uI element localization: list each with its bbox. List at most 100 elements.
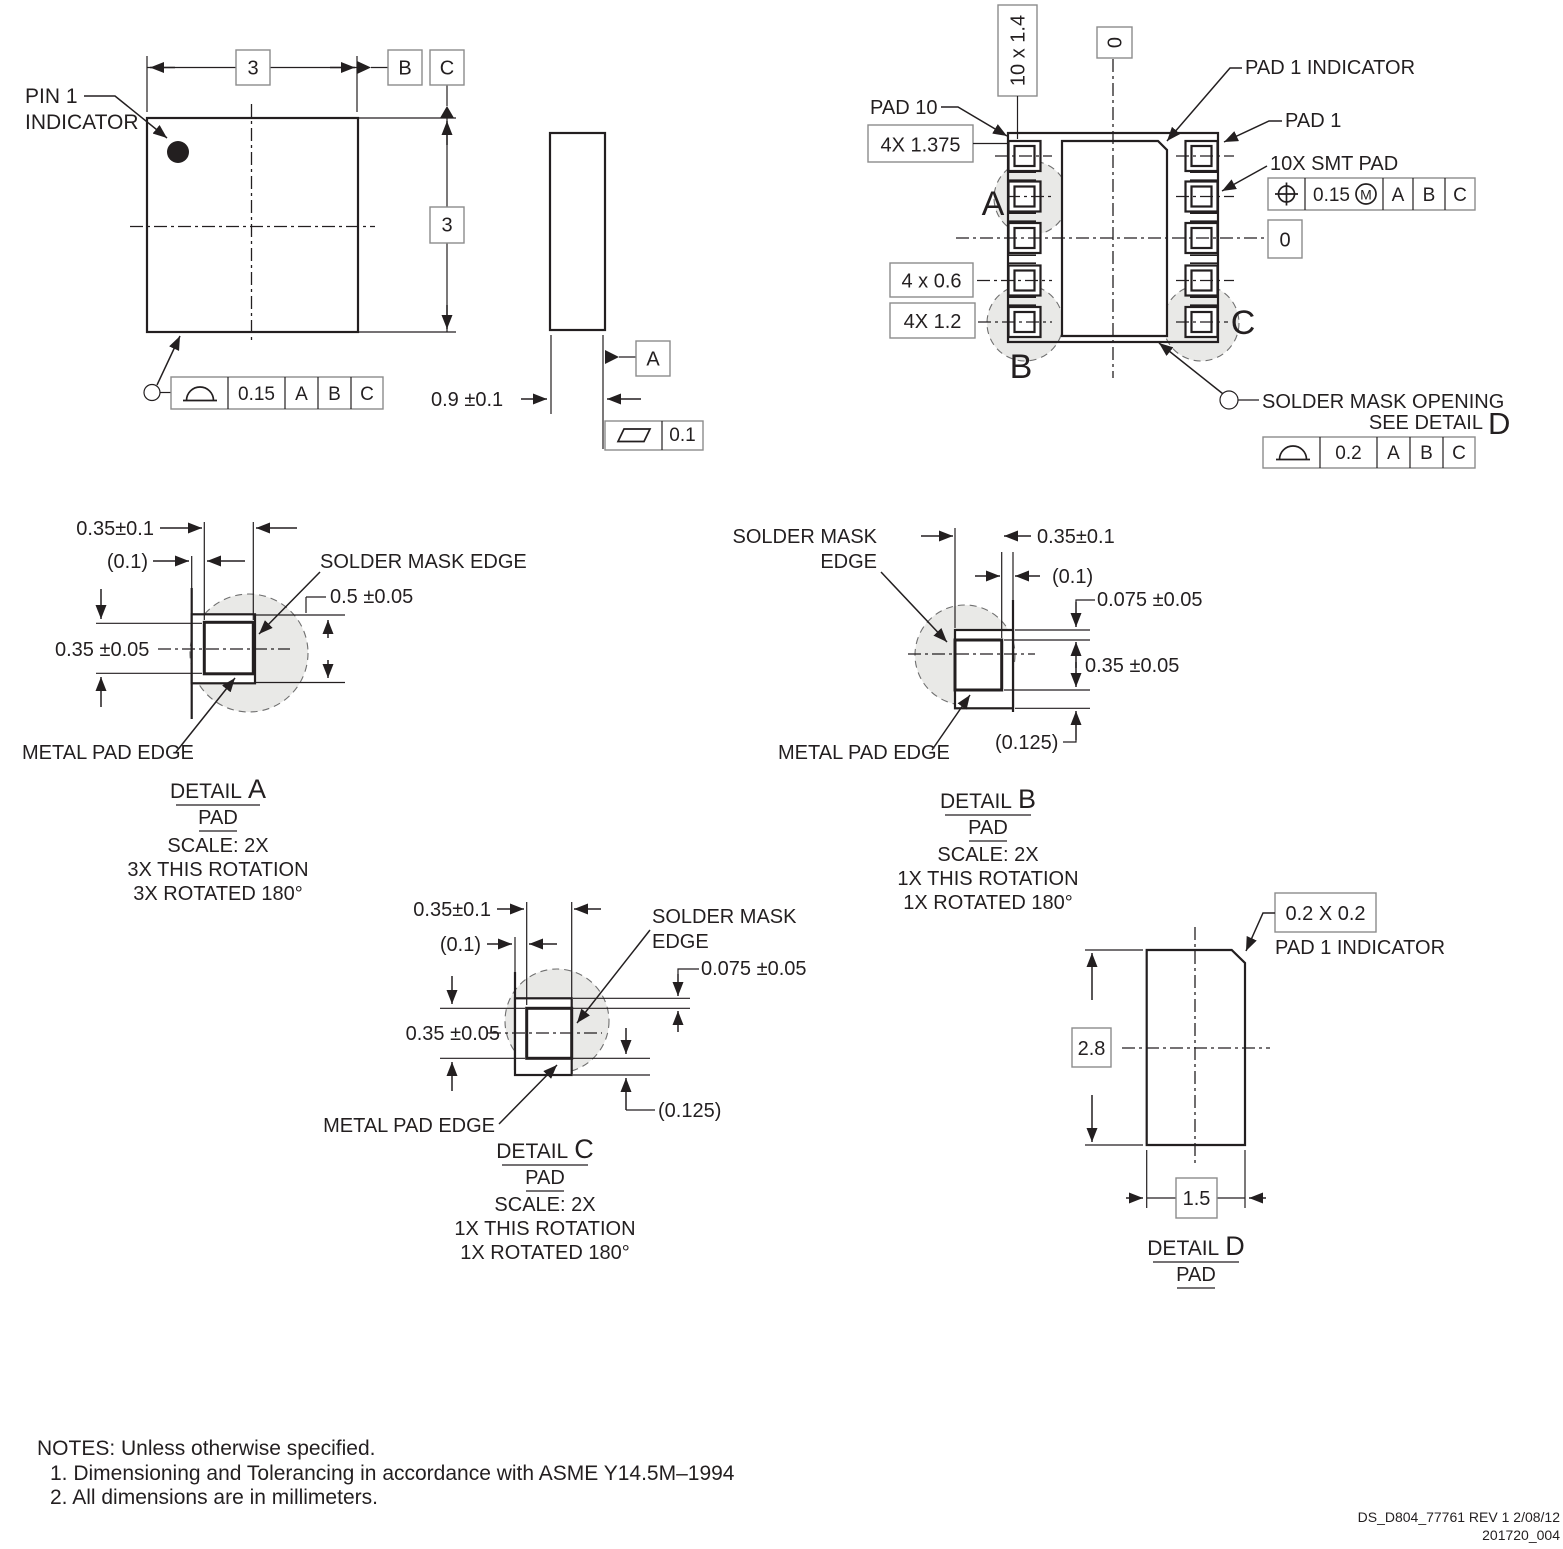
pad10-leader (941, 106, 1008, 137)
smo-leader (1158, 342, 1223, 395)
pads-dim-value: 10 x 1.4 (1008, 15, 1030, 86)
dim-width-value: 3 (247, 58, 258, 80)
pad-width-dim: 0.35±0.1 (76, 518, 154, 540)
pad-width-dim: 0.35±0.1 (1037, 526, 1115, 548)
extension-lines (1085, 949, 1246, 1208)
thickness-dim: 0.9 ±0.1 (431, 389, 503, 411)
flatness-tolerance: 0.1 (669, 425, 695, 446)
mask-bridge-lines (1190, 171, 1218, 306)
metal-pad (953, 638, 1004, 692)
detail-d-view: 2.8 1.5 0.2 X 0.2 PAD 1 INDICATOR DETAIL… (1071, 892, 1445, 1289)
land-pattern-view: 10 x 1.4 0 4X 1.375 4 x 0.6 4X 1.2 0 A B… (867, 4, 1510, 469)
mask-bridge-lines (1008, 171, 1036, 306)
smt-pad-leader (1221, 165, 1268, 192)
metal-pad-edge-leader (931, 694, 971, 751)
mask-bottom-offset-dim: (0.125) (995, 732, 1058, 754)
notes-item-1: 1. Dimensioning and Tolerancing in accor… (50, 1462, 735, 1485)
pad-width-dim: 1.5 (1183, 1188, 1211, 1210)
title-block: DS_D804_77761 REV 1 2/08/12 201720_004 (1358, 1509, 1561, 1543)
detail-d-subtitle: PAD (1176, 1264, 1216, 1286)
fcf-datum-1: A (1392, 185, 1405, 206)
fcf-dividers (1304, 178, 1446, 210)
datum-b-triangle (357, 61, 371, 74)
pin1-leader (84, 95, 168, 139)
detail-b-note1: 1X THIS ROTATION (897, 868, 1078, 890)
chamfer-leader (1245, 912, 1275, 952)
detail-c-subtitle: PAD (525, 1167, 565, 1189)
pad-width-dim: 0.35±0.1 (413, 899, 491, 921)
detail-a-subtitle: PAD (198, 807, 238, 829)
profile-surface-icon (1276, 445, 1310, 461)
solder-mask-edge-line1: SOLDER MASK (733, 526, 878, 548)
pad1-indicator-label: PAD 1 INDICATOR (1275, 937, 1445, 959)
pin1-label-line2: INDICATOR (25, 111, 139, 134)
chamfer-dim-box (1274, 892, 1377, 933)
smo-label-line2: SEE DETAIL (1369, 412, 1483, 434)
pad-height-dim: 0.35 ±0.05 (1085, 655, 1179, 677)
dim-box-width (1175, 1177, 1218, 1219)
fcf-datum-1: A (295, 384, 308, 405)
chamfer-dim: 0.2 X 0.2 (1285, 903, 1365, 925)
metal-pad-edge-leader (175, 677, 236, 753)
pad1-indicator-leader (1166, 67, 1242, 142)
fcf-datum-3: C (1453, 185, 1467, 206)
figure-number: 201720_004 (1482, 1527, 1560, 1543)
profile-tolerance: 0.15 (238, 384, 275, 405)
detail-b-scale: SCALE: 2X (937, 844, 1038, 866)
mask-offset-dim: (0.1) (440, 934, 481, 956)
notes-item-2: 2. All dimensions are in millimeters. (50, 1486, 378, 1509)
detail-a-view: 0.35±0.1 (0.1) 0.5 ±0.05 0.35 ±0.05 SOLD… (22, 518, 527, 905)
center-pad-outline (1060, 139, 1169, 338)
side-extension-lines (550, 335, 604, 449)
detail-c-note2: 1X ROTATED 180° (460, 1242, 630, 1264)
detail-b-subtitle: PAD (968, 817, 1008, 839)
package-side-view: 0.9 ±0.1 A 0.1 (431, 131, 704, 451)
solder-mask-edge-line2: EDGE (652, 931, 709, 953)
pad-height-dim: 2.8 (1078, 1038, 1106, 1060)
package-body-outline (145, 116, 360, 334)
detail-a-scale: SCALE: 2X (167, 835, 268, 857)
profile-surface-icon (183, 386, 217, 402)
solder-mask-edge-label: SOLDER MASK EDGE (320, 551, 527, 573)
mask-offset-dim: (0.1) (107, 551, 148, 573)
dim-box-row4 (889, 262, 974, 298)
fcf-dividers (227, 377, 352, 409)
pad-centerlines (1122, 927, 1270, 1167)
dimension-extension-lines (146, 56, 456, 333)
pad1-leader (1223, 120, 1282, 143)
flatness-icon (616, 428, 652, 443)
smt-pad-label: 10X SMT PAD (1270, 153, 1398, 175)
metal-pad-edge-label: METAL PAD EDGE (778, 742, 950, 764)
solder-mask-edge-leader (258, 571, 321, 635)
dim-height-value: 3 (441, 215, 452, 237)
pad1-indicator-label: PAD 1 INDICATOR (1245, 57, 1415, 79)
pad1-label: PAD 1 (1285, 110, 1341, 132)
mask-top-offset-dim: 0.075 ±0.05 (1097, 589, 1203, 611)
smo-label-line1: SOLDER MASK OPENING (1262, 391, 1504, 413)
detail-c-marker: C (1231, 304, 1256, 342)
detail-b-view: 0.35±0.1 (0.1) 0.075 ±0.05 0.35 ±0.05 (0… (733, 526, 1203, 914)
fcf-datum-2: B (328, 384, 341, 405)
detail-b-note2: 1X ROTATED 180° (903, 892, 1073, 914)
datum-b-label: B (398, 58, 411, 80)
row1-dim-value: 4X 1.375 (880, 135, 960, 157)
datum-a-box (635, 340, 671, 377)
datum-c-triangle (440, 106, 454, 118)
detail-a-marker: A (982, 185, 1005, 223)
datum-a-triangle (605, 350, 619, 364)
fcf-datum-2: B (1423, 185, 1436, 206)
dim-box-width (235, 49, 271, 86)
pad-centerlines (956, 59, 1266, 378)
document-number: DS_D804_77761 REV 1 2/08/12 (1358, 1509, 1561, 1525)
dim-box-height (1071, 1027, 1112, 1068)
detail-b-marker: B (1010, 348, 1033, 386)
origin-top-value: 0 (1105, 37, 1127, 48)
mask-bottom-offset-dim: (0.125) (658, 1100, 721, 1122)
fcf-datum-3: C (360, 384, 374, 405)
mask-offset-dim: (0.1) (1052, 566, 1093, 588)
profile-fcf-frame (1262, 436, 1476, 469)
